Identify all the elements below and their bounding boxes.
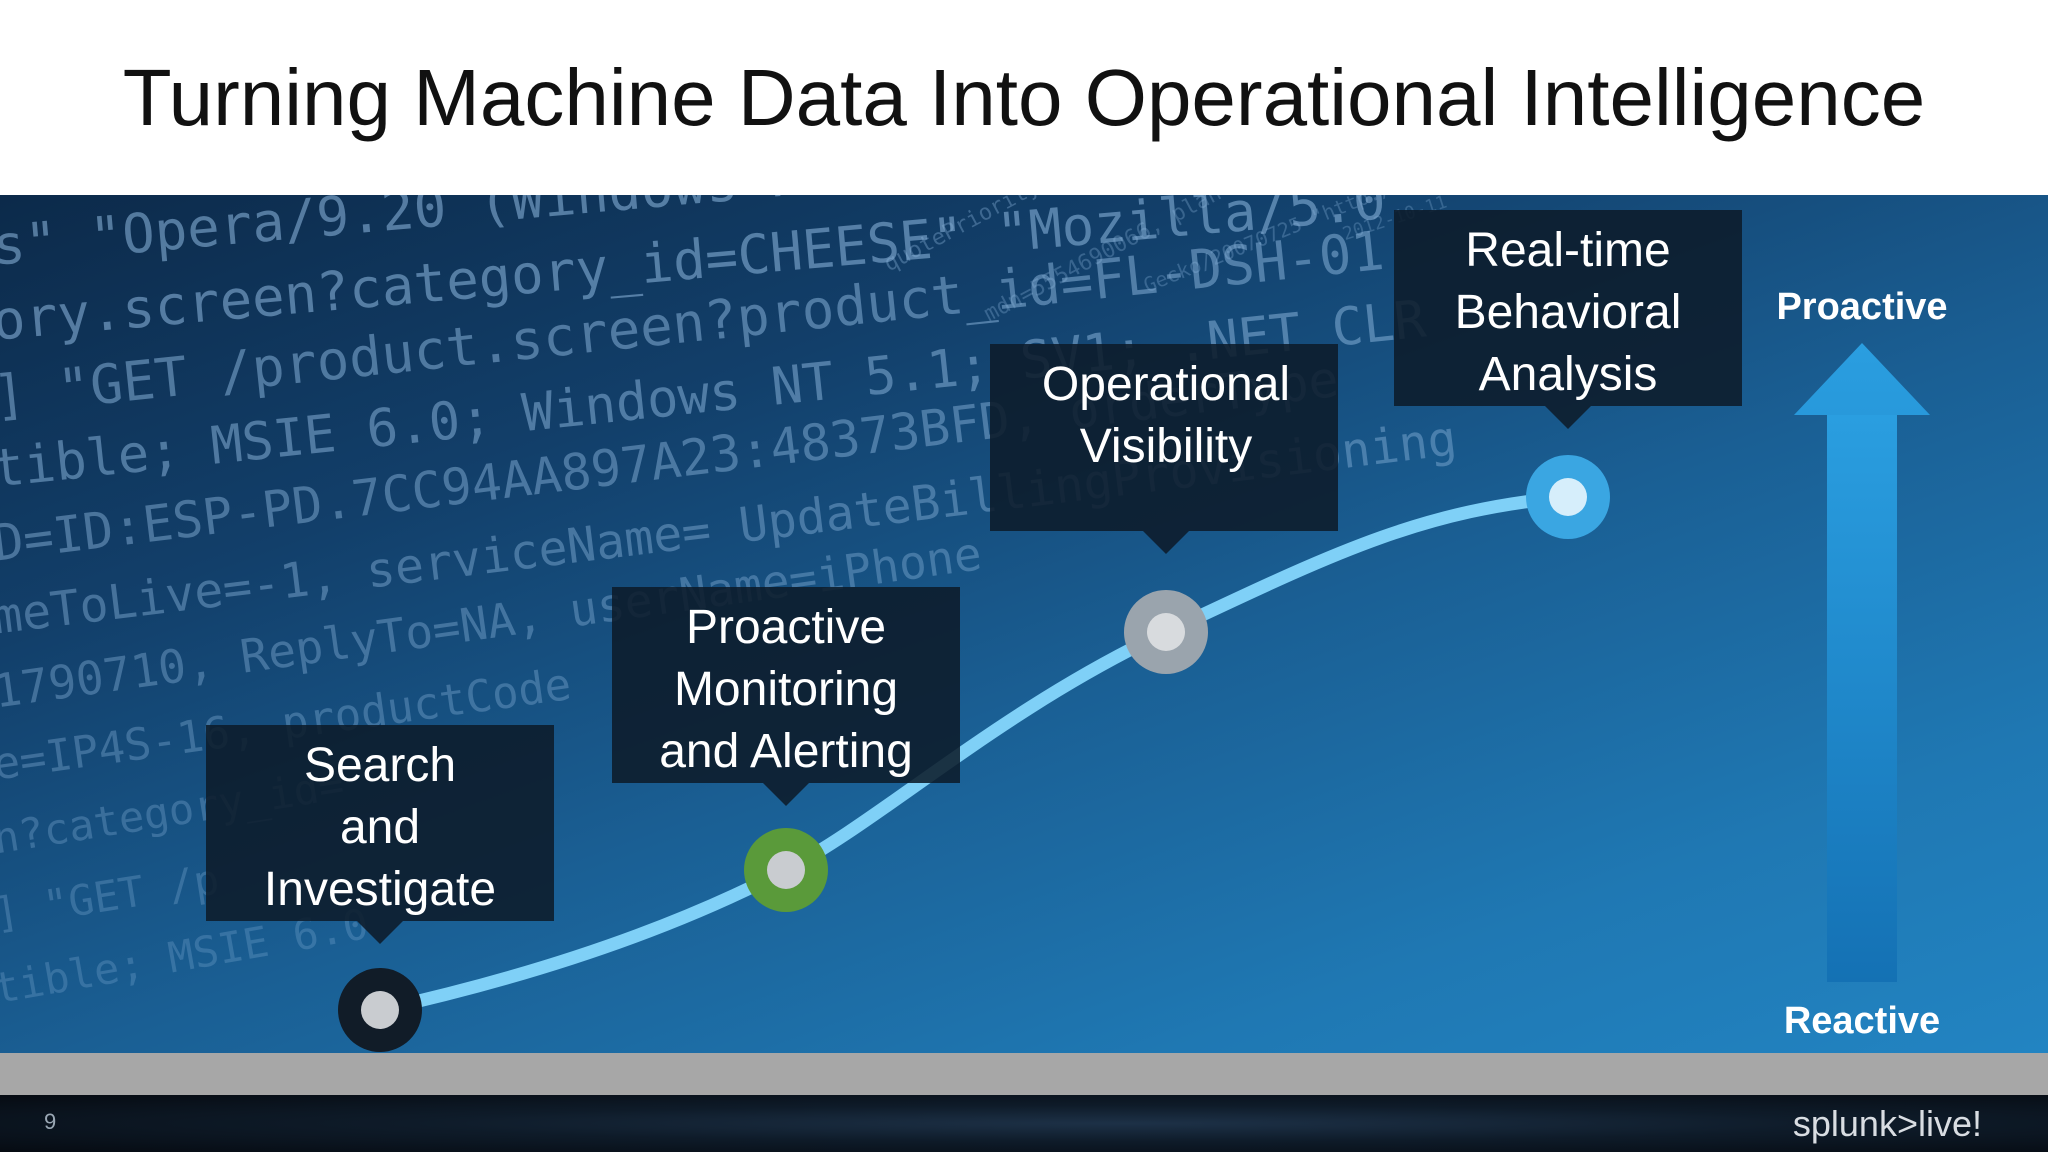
stage-label-line: Visibility [1080, 420, 1253, 473]
stage-behavioral-analysis: Real-time Behavioral Analysis [1394, 210, 1742, 539]
stage-label-line: Monitoring [674, 663, 898, 716]
proactive-arrow-shaft [1827, 415, 1897, 982]
brand-logo: splunk>live! [1792, 1103, 1982, 1144]
stage-label-line: Real-time [1465, 224, 1670, 277]
axis-label-bottom: Reactive [1784, 1000, 1940, 1042]
stage-label-box [990, 344, 1338, 554]
axis-label-top: Proactive [1776, 286, 1947, 328]
stage-label-line: and Alerting [659, 725, 913, 778]
stage-proactive-monitoring: Proactive Monitoring and Alerting [612, 587, 960, 912]
stage-label-line: Behavioral [1455, 286, 1682, 339]
title-bar: Turning Machine Data Into Operational In… [0, 0, 2048, 195]
stage-marker-dot [1147, 613, 1185, 651]
footer-bar: 9 splunk>live! [0, 1095, 2048, 1152]
stage-marker-dot [767, 851, 805, 889]
stage-label-line: Search [304, 739, 456, 792]
stage-label-line: and [340, 801, 420, 854]
growth-curve [373, 490, 1575, 1017]
divider-band [0, 1053, 2048, 1095]
stage-label-box [612, 587, 960, 806]
slide-title: Turning Machine Data Into Operational In… [122, 53, 1926, 142]
stage-label-box [206, 725, 554, 944]
stage-label-line: Operational [1042, 358, 1290, 411]
stage-marker-dot [1549, 478, 1587, 516]
stage-label-box [1394, 210, 1742, 429]
stage-label-line: Investigate [264, 863, 496, 916]
page-number: 9 [44, 1109, 57, 1134]
stage-operational-visibility: Operational Visibility [990, 344, 1338, 674]
stage-label-line: Analysis [1479, 348, 1658, 401]
stage-search-investigate: Search and Investigate [206, 725, 554, 1052]
stage-marker-dot [361, 991, 399, 1029]
stage-label-line: Proactive [686, 601, 886, 654]
